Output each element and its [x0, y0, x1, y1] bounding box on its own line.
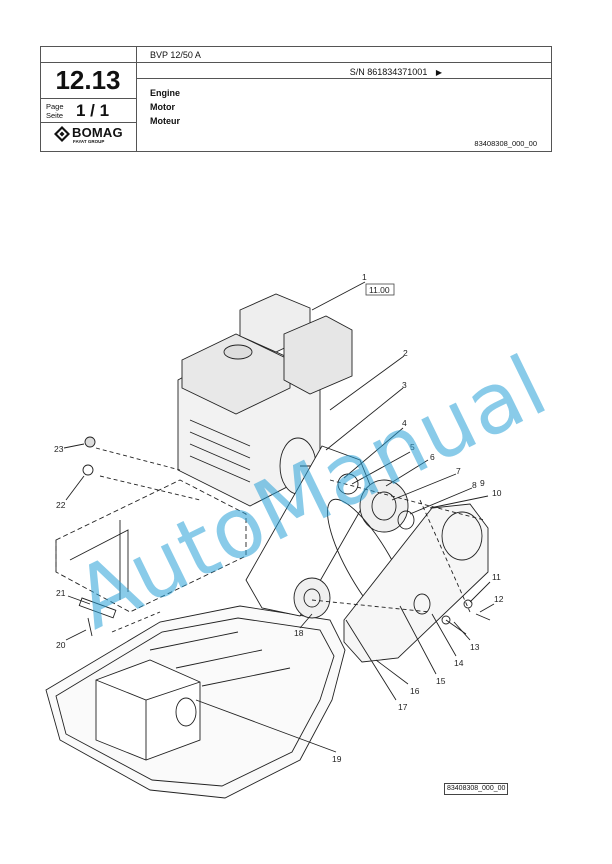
exciter-pulley-inner [303, 588, 321, 608]
nut-23 [84, 436, 96, 448]
callout-1: 1 [362, 272, 367, 282]
drawing-id: 83408308_000_00 [474, 139, 537, 148]
leader-lines [63, 281, 495, 753]
callout-20: 20 [56, 640, 66, 650]
clutch-pulley-inner [371, 491, 397, 521]
page-label-de: Seite [46, 111, 64, 120]
callout-11: 11 [492, 572, 501, 582]
callout-6: 6 [430, 452, 435, 462]
callout-8: 8 [472, 480, 477, 490]
belt-guard-cover [343, 503, 489, 663]
header-divider-vertical [136, 46, 137, 152]
washer-14 [441, 615, 451, 625]
exciter-housing [95, 659, 201, 761]
mount-bracket-flange [55, 520, 129, 600]
bomag-logo: BOMAG FAYAT GROUP [54, 125, 134, 145]
brand-subtitle: FAYAT GROUP [73, 139, 105, 144]
callout-4: 4 [402, 418, 407, 428]
bomag-diamond-icon [54, 126, 70, 142]
engine-cooling-fins [189, 419, 251, 483]
assembly-line-b [311, 479, 485, 613]
callout-3: 3 [402, 380, 407, 390]
footer-drawing-id: 83408308_000_00 [444, 783, 509, 795]
engine-muffler [283, 315, 353, 395]
assembly-line-a [95, 447, 201, 633]
callout-12: 12 [494, 594, 504, 604]
bolt-12 [475, 613, 491, 621]
callout-7: 7 [456, 466, 461, 476]
callout-14: 14 [454, 658, 464, 668]
washer-11 [463, 599, 473, 609]
callout-10: 10 [492, 488, 502, 498]
reference-label: 11.00 [369, 285, 390, 295]
header-frame [40, 46, 552, 152]
header-block: 12.13 Page Seite 1 / 1 BOMAG FAYAT GROUP… [40, 46, 552, 152]
page-label: Page Seite [46, 102, 64, 120]
spacer-ring [337, 473, 359, 495]
callout-5: 5 [410, 442, 415, 452]
serial-number: S/N 861834371001 ▶ [350, 67, 442, 77]
serial-arrow-icon: ▶ [435, 68, 442, 77]
engine-fuel-cap [223, 344, 253, 360]
callout-2: 2 [403, 348, 408, 358]
washer [397, 510, 415, 530]
callout-23: 23 [54, 444, 64, 454]
callout-21: 21 [56, 588, 66, 598]
title-english: Engine [150, 88, 181, 98]
header-divider-model [136, 62, 552, 63]
drawing-lines [45, 281, 495, 799]
callout-22: 22 [56, 500, 66, 510]
header-divider-serial [136, 78, 552, 79]
callout-18: 18 [294, 628, 304, 638]
title-french: Moteur [150, 116, 180, 126]
title-german: Motor [150, 102, 175, 112]
header-divider-left-mid [40, 98, 136, 99]
bolt-20 [87, 617, 93, 637]
brand-name: BOMAG [72, 125, 123, 140]
reference-box [365, 283, 395, 296]
model-name: BVP 12/50 A [150, 50, 201, 60]
callout-13: 13 [470, 642, 480, 652]
exciter-top [95, 679, 201, 760]
exciter-shaft [175, 697, 197, 727]
page-number: 1 / 1 [76, 101, 110, 120]
callout-9: 9 [480, 478, 485, 488]
base-plate-rim [55, 617, 335, 787]
serial-text: S/N 861834371001 [349, 67, 428, 77]
callout-19: 19 [332, 754, 342, 764]
exciter-pulley [293, 577, 331, 619]
guard-cover-hole [413, 593, 431, 615]
washer-22 [82, 464, 94, 476]
guard-cover-boss [441, 511, 483, 561]
header-divider-left-top [40, 62, 136, 63]
callout-17: 17 [398, 702, 408, 712]
page-label-en: Page [46, 102, 64, 111]
base-rib-1 [149, 631, 291, 687]
engine-fuel-tank [181, 333, 291, 415]
clutch-pulley [359, 479, 409, 533]
callout-16: 16 [410, 686, 420, 696]
shim-21 [78, 597, 117, 619]
section-number: 12.13 [55, 65, 121, 95]
callout-15: 15 [436, 676, 446, 686]
header-divider-left-low [40, 122, 136, 123]
